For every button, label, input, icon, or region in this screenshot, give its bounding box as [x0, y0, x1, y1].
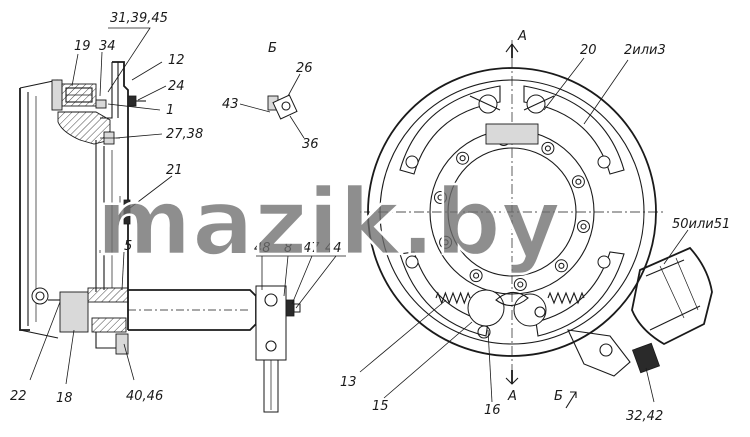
label-19: 19	[74, 39, 91, 54]
callout-labels: 31,39,45 19 34 12 24 1 27,38 21 5 48 8 4…	[10, 11, 730, 424]
label-1: 1	[166, 103, 174, 118]
stud-hole-inner	[437, 194, 444, 201]
return-spring-left	[435, 291, 471, 305]
label-5: 5	[124, 239, 132, 254]
label-section-a-top: А	[517, 29, 527, 44]
label-47: 47	[303, 241, 320, 256]
stud-hole	[434, 191, 447, 204]
stud-hole	[554, 259, 568, 273]
stud-hole-inner	[580, 223, 587, 230]
stud-hole	[469, 269, 483, 283]
front-view	[359, 40, 713, 409]
detail-b-fitting	[239, 73, 305, 139]
label-view-b-bottom: Б	[554, 389, 563, 404]
label-16: 16	[484, 403, 501, 418]
label-18: 18	[56, 391, 73, 406]
stud-hole	[456, 151, 470, 165]
label-8: 8	[284, 241, 292, 256]
stud-hole	[577, 220, 590, 233]
label-50-or-51: 50или51	[672, 217, 730, 232]
stud-hole-inner	[459, 155, 466, 162]
label-48: 48	[254, 241, 271, 256]
label-36: 36	[302, 137, 319, 152]
label-34: 34	[99, 39, 116, 54]
label-2-or-3: 2или3	[624, 43, 666, 58]
label-32-42: 32,42	[626, 409, 663, 424]
label-detail-b: Б	[268, 41, 277, 56]
label-20: 20	[580, 43, 597, 58]
label-section-a-bottom: А	[507, 389, 517, 404]
stud-hole	[513, 278, 527, 291]
label-31-39-45: 31,39,45	[110, 11, 168, 26]
label-22: 22	[10, 389, 27, 404]
label-13: 13	[340, 375, 357, 390]
label-21: 21	[166, 163, 183, 178]
stud-hole-inner	[544, 145, 551, 152]
stud-hole-inner	[442, 239, 449, 246]
label-15: 15	[372, 399, 389, 414]
label-27-38: 27,38	[166, 127, 203, 142]
stud-hole-inner	[473, 272, 480, 279]
spring-coil	[435, 291, 471, 305]
wheel-studs	[434, 133, 590, 291]
label-43: 43	[222, 97, 239, 112]
watermark: mazik.by	[96, 169, 561, 276]
spring-coil	[547, 291, 585, 305]
label-40-46: 40,46	[126, 389, 163, 404]
return-spring-right	[547, 291, 585, 305]
label-12: 12	[168, 53, 185, 68]
side-section-view	[19, 27, 346, 413]
stud-hole	[439, 235, 453, 249]
label-24: 24	[168, 79, 185, 94]
label-26: 26	[296, 61, 313, 76]
label-44: 44	[325, 241, 342, 256]
stud-hole-inner	[575, 178, 582, 185]
stud-hole-inner	[517, 281, 524, 288]
stud-hole	[571, 175, 585, 189]
stud-hole	[541, 141, 555, 155]
stud-hole-inner	[558, 262, 565, 269]
